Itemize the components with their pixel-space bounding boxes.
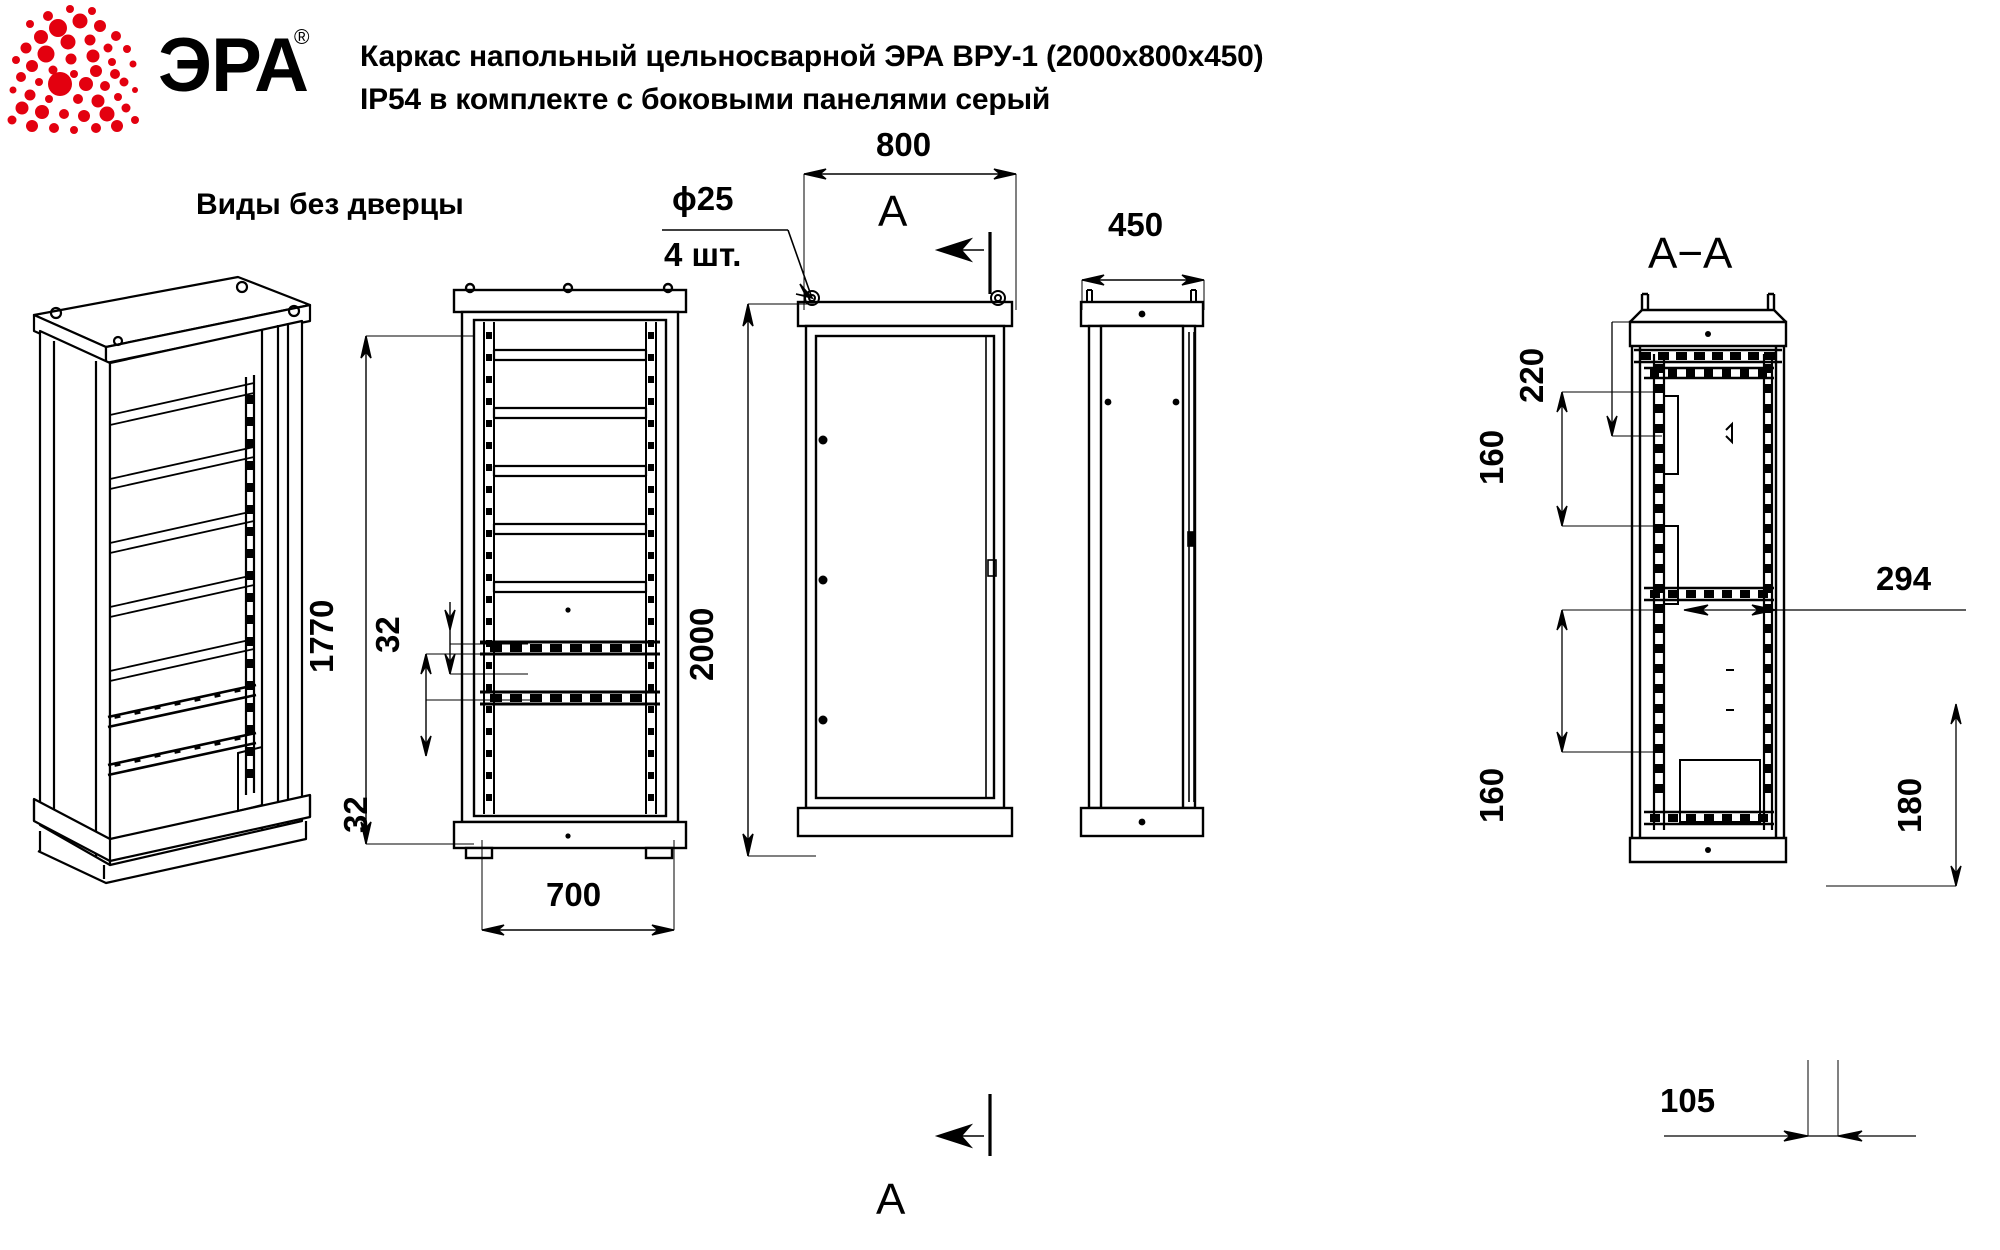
section-marker-top-label: А bbox=[878, 187, 908, 236]
hole-diameter-label: ϕ25 bbox=[672, 180, 734, 217]
dimension-2000-label: 2000 bbox=[683, 607, 720, 681]
dimension-450 bbox=[1078, 266, 1208, 310]
dimension-180 bbox=[1826, 700, 1986, 890]
front-frame-view bbox=[440, 280, 700, 880]
title-line-2: IP54 в комплекте с боковыми панелями сер… bbox=[360, 82, 1051, 116]
dimension-32-top bbox=[432, 600, 528, 680]
dimension-32-bottom-label: 32 bbox=[337, 796, 374, 833]
dimension-220 bbox=[1562, 320, 1662, 440]
title-line-1: Каркас напольный цельносварной ЭРА ВРУ-1… bbox=[360, 40, 1264, 73]
era-logo-dots-icon bbox=[7, 5, 139, 134]
dimension-700 bbox=[478, 840, 678, 940]
section-marker-bottom-label: А bbox=[876, 1175, 906, 1224]
dimension-1770-label: 1770 bbox=[303, 599, 340, 673]
front-panel-view bbox=[790, 280, 1020, 860]
dimension-105 bbox=[1660, 1060, 1920, 1160]
isometric-view bbox=[10, 265, 330, 885]
dimension-2000 bbox=[730, 300, 816, 860]
dimension-1770 bbox=[350, 330, 474, 850]
era-logo: ЭРА ® bbox=[7, 4, 338, 134]
section-marker-top-arrow bbox=[930, 228, 1010, 298]
registered-mark-icon: ® bbox=[294, 26, 310, 49]
dimension-450-label: 450 bbox=[1108, 206, 1164, 243]
page-title: Каркас напольный цельносварной ЭРА ВРУ-1… bbox=[360, 36, 1560, 121]
dimension-105-label: 105 bbox=[1660, 1082, 1716, 1119]
dimension-32-bottom bbox=[400, 650, 530, 760]
dimension-160-bottom bbox=[1518, 606, 1658, 756]
section-aa-view bbox=[1618, 290, 1798, 880]
dimension-160-top bbox=[1518, 390, 1658, 530]
side-view bbox=[1075, 280, 1210, 860]
dimension-800 bbox=[800, 160, 1020, 310]
dimension-294 bbox=[1680, 590, 1970, 630]
hole-quantity-label: 4 шт. bbox=[664, 236, 742, 273]
views-without-door-label: Виды без дверцы bbox=[196, 188, 464, 221]
era-logo-wordmark: ЭРА bbox=[158, 23, 309, 108]
section-aa-title: А−А bbox=[1648, 229, 1733, 278]
dimension-32-top-label: 32 bbox=[369, 616, 406, 653]
dimension-700-label: 700 bbox=[546, 876, 602, 913]
hole-callout-leader bbox=[640, 222, 840, 312]
dimension-800-label: 800 bbox=[876, 126, 932, 163]
section-marker-bottom-arrow bbox=[930, 1090, 1010, 1160]
dimension-160-bottom-label: 160 bbox=[1473, 767, 1510, 823]
dimension-294-label: 294 bbox=[1876, 560, 1932, 597]
dimension-180-label: 180 bbox=[1891, 777, 1928, 833]
dimension-160-top-label: 160 bbox=[1473, 429, 1510, 485]
